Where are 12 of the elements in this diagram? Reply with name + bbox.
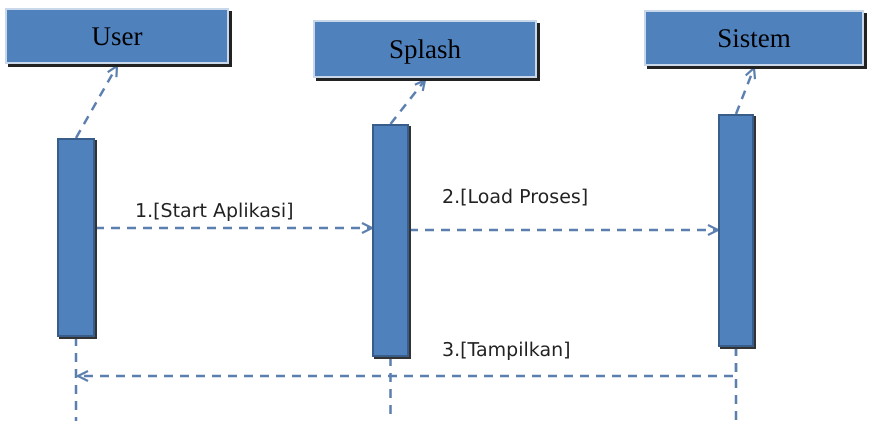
dashed-arrow [76,347,738,382]
dashed-arrow [390,78,426,125]
activation-bar [372,124,409,357]
dashed-arrow [409,224,720,236]
lifeline-head-box: Splash [313,20,537,78]
dashed-arrow [74,64,118,139]
lifeline-head-box: User [5,8,229,64]
activation-bar [718,114,754,347]
dashed-arrow [95,222,374,234]
lifeline-head-box: Sistem [644,10,864,66]
activation-bar [57,138,95,337]
dashed-arrow [734,66,756,114]
